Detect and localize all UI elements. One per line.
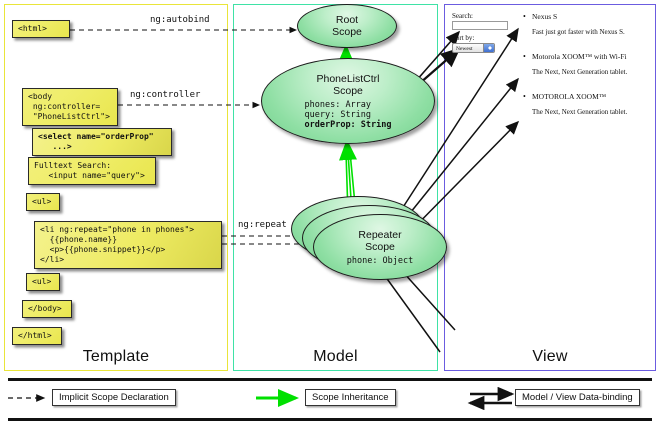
legend-top-rule: [8, 378, 652, 381]
sort-by-label: Sort by:: [452, 34, 475, 42]
scope-repeater-title-line2: Scope: [365, 240, 395, 253]
scope-root-title-line2: Scope: [332, 26, 362, 38]
label-ng-controller: ng:controller: [130, 90, 201, 100]
scope-phonelistctrl-properties: phones: Array query: String orderProp: S…: [305, 100, 392, 130]
scope-phonelistctrl-title-line2: Scope: [333, 84, 363, 97]
phone-snippet: The Next, Next Generation tablet.: [532, 108, 628, 116]
phone-name: Motorola XOOM™ with Wi-Fi: [532, 52, 627, 61]
sort-by-selected-value: Newest: [456, 46, 473, 52]
chevron-updown-icon[interactable]: [483, 44, 494, 52]
legend-item-model-view-data-binding: Model / View Data-binding: [515, 389, 640, 406]
scope-property: query: String: [304, 109, 372, 120]
code-box-li-ng-repeat: <li ng:repeat="phone in phones"> {{phone…: [34, 221, 222, 269]
list-item[interactable]: MOTOROLA XOOM™ The Next, Next Generation…: [532, 92, 627, 116]
legend-bottom-rule: [8, 418, 652, 421]
code-box-select-orderprop: <select name="orderProp" ...>: [32, 128, 172, 156]
view-rendered-app: Search: Sort by: Newest Nexus S Fast jus…: [452, 12, 650, 132]
sort-by-select[interactable]: Newest: [452, 43, 495, 53]
list-item[interactable]: Motorola XOOM™ with Wi-Fi The Next, Next…: [532, 52, 627, 76]
phone-name: Nexus S: [532, 12, 625, 21]
scope-property: orderProp: String: [304, 119, 392, 130]
legend-item-implicit-scope-declaration: Implicit Scope Declaration: [52, 389, 176, 406]
panel-template-title: Template: [82, 348, 150, 365]
phone-snippet: Fast just got faster with Nexus S.: [532, 28, 625, 36]
scope-property: phones: Array: [304, 99, 372, 110]
scope-root: Root Scope: [297, 4, 397, 48]
label-ng-repeat: ng:repeat: [238, 220, 287, 230]
panel-model-title: Model: [313, 348, 358, 365]
phone-name: MOTOROLA XOOM™: [532, 92, 627, 101]
scope-phonelistctrl-title-line1: PhoneListCtrl: [316, 72, 380, 85]
panel-view-title: View: [532, 348, 568, 365]
scope-repeater: Repeater Scope phone: Object: [313, 214, 447, 280]
scope-repeater-title-line1: Repeater: [358, 228, 402, 241]
code-box-html-close: </html>: [12, 327, 62, 345]
scope-phonelistctrl: PhoneListCtrl Scope phones: Array query:…: [261, 58, 435, 144]
label-ng-autobind: ng:autobind: [150, 15, 210, 25]
scope-property: phone: Object: [346, 255, 414, 266]
code-box-ul-close: <ul>: [26, 273, 60, 291]
code-box-body-open: <body ng:controller= "PhoneListCtrl">: [22, 88, 118, 126]
code-box-html-open: <html>: [12, 20, 70, 38]
code-box-fulltext-search: Fulltext Search: <input name="query">: [28, 157, 156, 185]
code-box-body-close: </body>: [22, 300, 72, 318]
search-label: Search:: [452, 12, 473, 20]
scope-repeater-properties: phone: Object: [347, 256, 414, 266]
list-item[interactable]: Nexus S Fast just got faster with Nexus …: [532, 12, 625, 36]
scope-root-title-line1: Root: [335, 14, 359, 26]
code-box-ul-open: <ul>: [26, 193, 60, 211]
legend: Implicit Scope Declaration Scope Inherit…: [0, 378, 660, 421]
phone-snippet: The Next, Next Generation tablet.: [532, 68, 628, 76]
search-input[interactable]: [452, 21, 508, 30]
legend-item-scope-inheritance: Scope Inheritance: [305, 389, 396, 406]
